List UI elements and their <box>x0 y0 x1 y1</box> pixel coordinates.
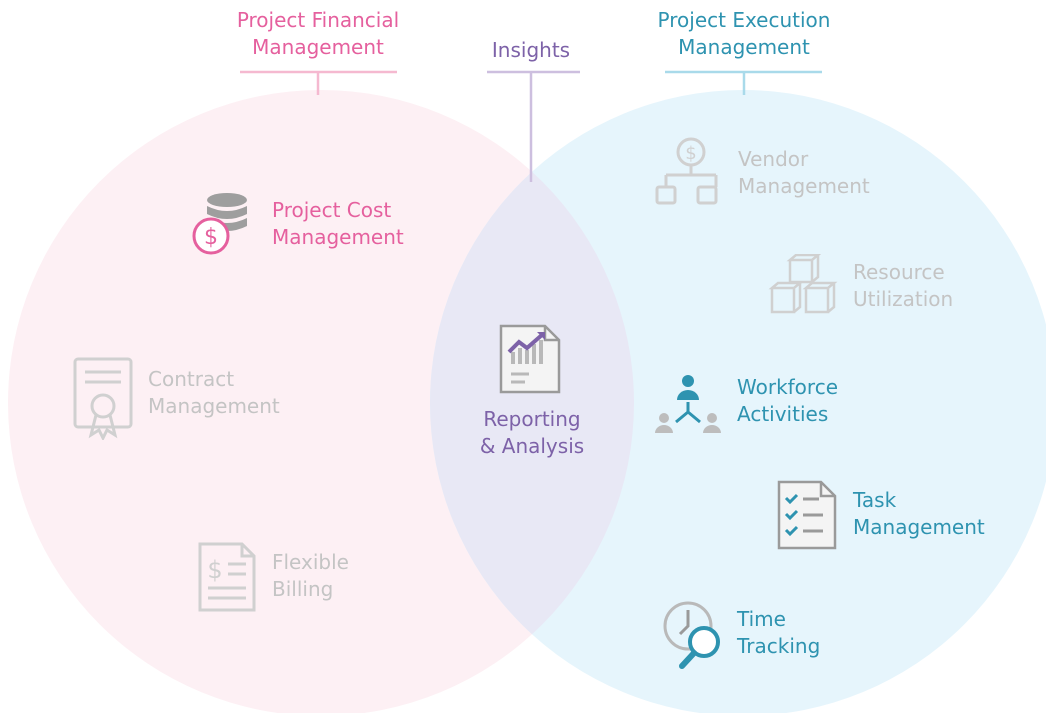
checklist-icon <box>777 480 837 550</box>
insights-connector <box>487 70 580 182</box>
task-label: Task Management <box>853 488 985 539</box>
report-chart-icon <box>499 324 561 394</box>
overlap-region <box>430 90 634 713</box>
reporting-label: Reporting & Analysis <box>479 407 585 458</box>
financial-header: Project Financial Management <box>236 8 400 59</box>
financial-connector <box>240 70 397 95</box>
billing-label: Flexible Billing <box>272 550 349 601</box>
resource-label: Resource Utilization <box>853 260 954 311</box>
workforce-label: Workforce Activities <box>737 375 839 426</box>
svg-text:$: $ <box>207 556 222 584</box>
svg-text:$: $ <box>204 225 218 250</box>
cubes-icon <box>768 254 838 314</box>
coins-dollar-icon: $ <box>192 193 247 255</box>
clock-search-icon <box>663 601 720 669</box>
vendor-label: Vendor Management <box>738 147 870 198</box>
vendor-hierarchy-icon: $ <box>655 137 718 205</box>
insights-header: Insights <box>491 38 571 62</box>
invoice-icon: $ <box>198 542 256 612</box>
project-cost-label: Project Cost Management <box>272 198 404 249</box>
people-network-icon <box>655 375 721 433</box>
execution-header: Project Execution Management <box>657 8 831 59</box>
certificate-icon <box>73 357 133 440</box>
time-label: Time Tracking <box>737 607 821 658</box>
svg-text:$: $ <box>685 143 696 164</box>
execution-connector <box>665 70 822 95</box>
contract-label: Contract Management <box>148 367 280 418</box>
